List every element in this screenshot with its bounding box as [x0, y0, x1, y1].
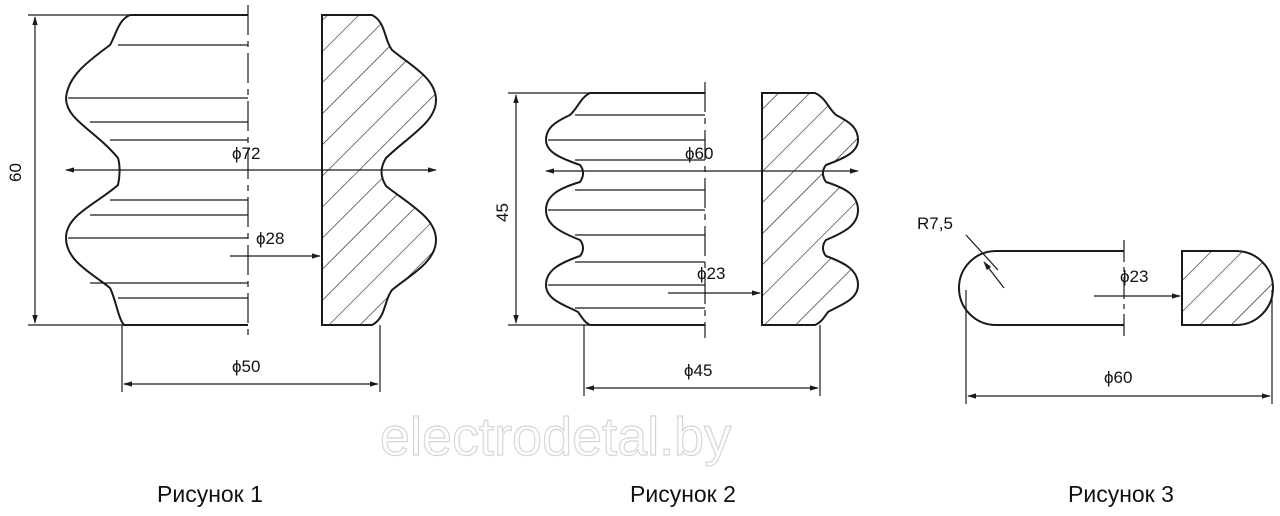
figure-1-caption: Рисунок 1 — [157, 481, 263, 507]
figure-3: R7,5 ϕ23 ϕ60 Рисунок 3 — [917, 214, 1274, 507]
figure-3-caption: Рисунок 3 — [1068, 481, 1174, 507]
figure-2-inner-diameter-label: ϕ23 — [697, 264, 725, 283]
figure-1-height-label: 60 — [6, 163, 25, 182]
figure-2-base-diameter-label: ϕ45 — [684, 361, 712, 380]
figure-1-base-diameter-label: ϕ50 — [232, 357, 260, 376]
figure-2-outline-left — [544, 92, 705, 326]
figure-3-radius-arrow — [983, 261, 1005, 289]
figure-2-height-label: 45 — [493, 203, 512, 222]
figure-2-outer-diameter-label: ϕ60 — [685, 144, 713, 163]
watermark-text: electrodetal.by — [380, 407, 731, 467]
figure-1-inner-diameter-label: ϕ28 — [256, 229, 284, 248]
figure-3-radius-leader — [965, 234, 999, 271]
figure-3-inner-diameter-label: ϕ23 — [1120, 267, 1148, 286]
figure-3-outline-left — [958, 250, 1124, 326]
figure-3-radius-label: R7,5 — [917, 214, 953, 233]
figure-3-section-hatched — [1181, 250, 1274, 326]
figure-1: 60 ϕ72 ϕ28 ϕ50 Рисунок 1 — [6, 5, 438, 507]
figure-1-outer-diameter-label: ϕ72 — [232, 144, 260, 163]
figure-3-outer-diameter-label: ϕ60 — [1104, 368, 1132, 387]
figure-2-caption: Рисунок 2 — [630, 481, 736, 507]
figure-2: 45 ϕ60 ϕ23 ϕ45 Рисунок 2 — [493, 82, 860, 507]
figure-2-section-hatched — [761, 92, 860, 326]
